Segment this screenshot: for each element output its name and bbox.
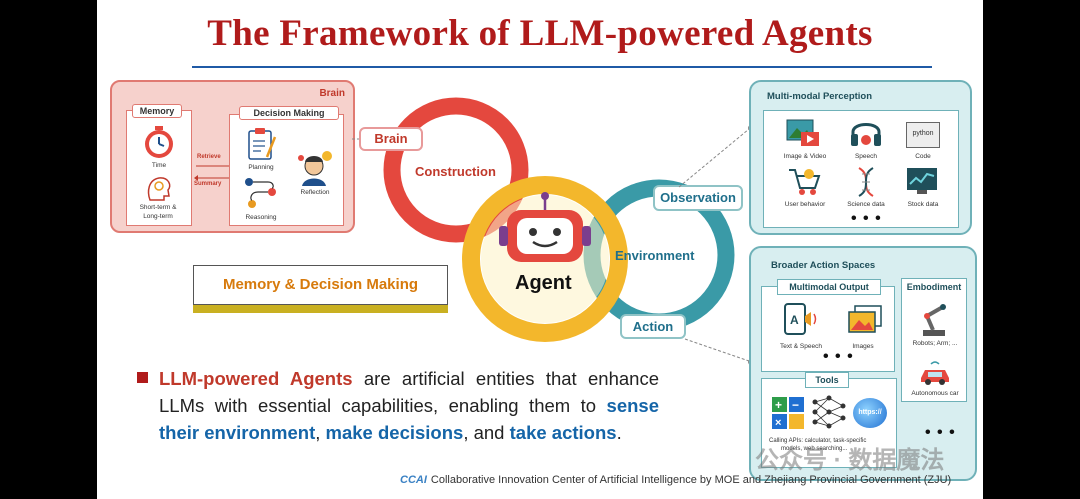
description-paragraph: LLM-powered Agents are artificial entiti…	[159, 365, 659, 446]
multimodal-item-0: Text & Speech	[780, 343, 822, 350]
perception-item-4: Science data	[847, 201, 885, 208]
svg-text:−: −	[792, 398, 799, 412]
multimodal-output-title: Multimodal Output	[777, 279, 881, 295]
autonomous-car-icon	[921, 361, 949, 385]
bullet-square	[137, 372, 148, 383]
short-long-term-label-1: Short-term &	[139, 204, 177, 211]
python-code-icon: python	[906, 122, 940, 148]
image-video-icon	[786, 119, 819, 146]
robot-icon	[499, 192, 591, 262]
embodiment-more-dots: • • •	[925, 424, 956, 441]
shopping-cart-icon	[789, 169, 821, 195]
llm-agents-highlight: LLM-powered Agents	[159, 368, 353, 389]
tools-caption-1: Calling APIs: calculator, task-specific	[769, 438, 867, 444]
multimodal-more-dots: • • •	[823, 348, 854, 365]
planning-clipboard-icon	[248, 128, 277, 160]
ccai-logo: CCAI	[400, 474, 427, 486]
sense-environment-highlight: sense their environment	[159, 395, 659, 443]
clock-icon	[145, 126, 173, 158]
environment-connectors	[678, 125, 754, 365]
slide: The Framework of LLM-powered Agents Brai…	[97, 0, 983, 499]
calculator-icon: + − ×	[772, 397, 804, 429]
perception-item-2: Code	[915, 153, 931, 160]
embodiment-title: Embodiment	[906, 282, 962, 292]
text-speech-icon: A	[784, 303, 817, 335]
perception-item-1: Speech	[854, 153, 878, 160]
action-tag: Action	[620, 314, 686, 339]
memory-decision-underbar	[193, 305, 448, 313]
embodiment-item-1: Autonomous car	[911, 390, 959, 397]
neural-network-icon	[812, 395, 846, 429]
brain-tag: Brain	[359, 127, 423, 151]
perception-panel: Multi-modal Perception Image & Video Spe…	[749, 80, 972, 235]
short-long-term-label-2: Long-term	[143, 213, 173, 220]
reflection-head-icon	[298, 151, 332, 186]
perception-item-5: Stock data	[907, 201, 939, 208]
planning-label: Planning	[248, 164, 274, 171]
construction-label: Construction	[415, 164, 496, 179]
stock-chart-icon	[907, 168, 937, 194]
perception-more-dots: • • •	[851, 210, 882, 227]
head-memory-icon	[147, 177, 171, 201]
embodiment-item-0: Robots; Arm; ...	[912, 340, 958, 347]
tools-caption-2: models, web searching...	[781, 446, 848, 452]
environment-label: Environment	[615, 248, 695, 263]
svg-text:+: +	[775, 398, 782, 412]
brain-panel: Brain Memory Time Short-term & Long-term…	[110, 80, 355, 233]
agent-ring	[462, 176, 628, 342]
robot-arm-icon	[923, 304, 946, 336]
multimodal-item-1: Images	[852, 343, 874, 350]
headphones-icon	[851, 123, 881, 146]
dna-icon	[858, 167, 874, 197]
memory-decision-banner: Memory & Decision Making	[193, 265, 448, 305]
memory-label: Memory	[132, 104, 182, 118]
reflection-label: Reflection	[300, 189, 330, 196]
paragraph-text-2: ,	[315, 422, 326, 443]
svg-text:A: A	[790, 313, 799, 327]
decision-making-label: Decision Making	[239, 106, 339, 120]
paragraph-text-3: , and	[463, 422, 510, 443]
tools-title: Tools	[805, 372, 849, 388]
make-decisions-highlight: make decisions	[325, 422, 464, 443]
time-label: Time	[151, 162, 167, 169]
summary-label: Summary	[194, 181, 222, 187]
perception-title: Multi-modal Perception	[767, 91, 873, 102]
agent-label: Agent	[515, 272, 572, 294]
svg-text:×: ×	[775, 417, 781, 429]
slide-title: The Framework of LLM-powered Agents	[207, 13, 873, 54]
title-rule	[192, 66, 932, 68]
retrieve-label: Retrieve	[197, 154, 221, 160]
perception-item-0: Image & Video	[783, 153, 827, 160]
images-icon	[848, 305, 882, 333]
action-spaces-title: Broader Action Spaces	[771, 260, 876, 271]
construction-ring	[383, 97, 529, 243]
take-actions-highlight: take actions	[509, 422, 617, 443]
perception-item-3: User behavior	[784, 201, 826, 208]
reasoning-flow-icon	[245, 178, 276, 208]
paragraph-text-1: are artificial entities that enhance LLM…	[159, 368, 659, 416]
paragraph-text-4: .	[616, 422, 622, 443]
observation-tag: Observation	[653, 185, 743, 211]
brain-panel-tag: Brain	[319, 88, 345, 99]
watermark-text: 公众号 · 数据魔法	[755, 447, 945, 474]
web-search-icon: https://	[853, 398, 887, 428]
footer-text: Collaborative Innovation Center of Artif…	[430, 474, 952, 486]
action-spaces-panel: Broader Action Spaces Multimodal Output …	[749, 246, 977, 481]
reasoning-label: Reasoning	[245, 214, 277, 221]
